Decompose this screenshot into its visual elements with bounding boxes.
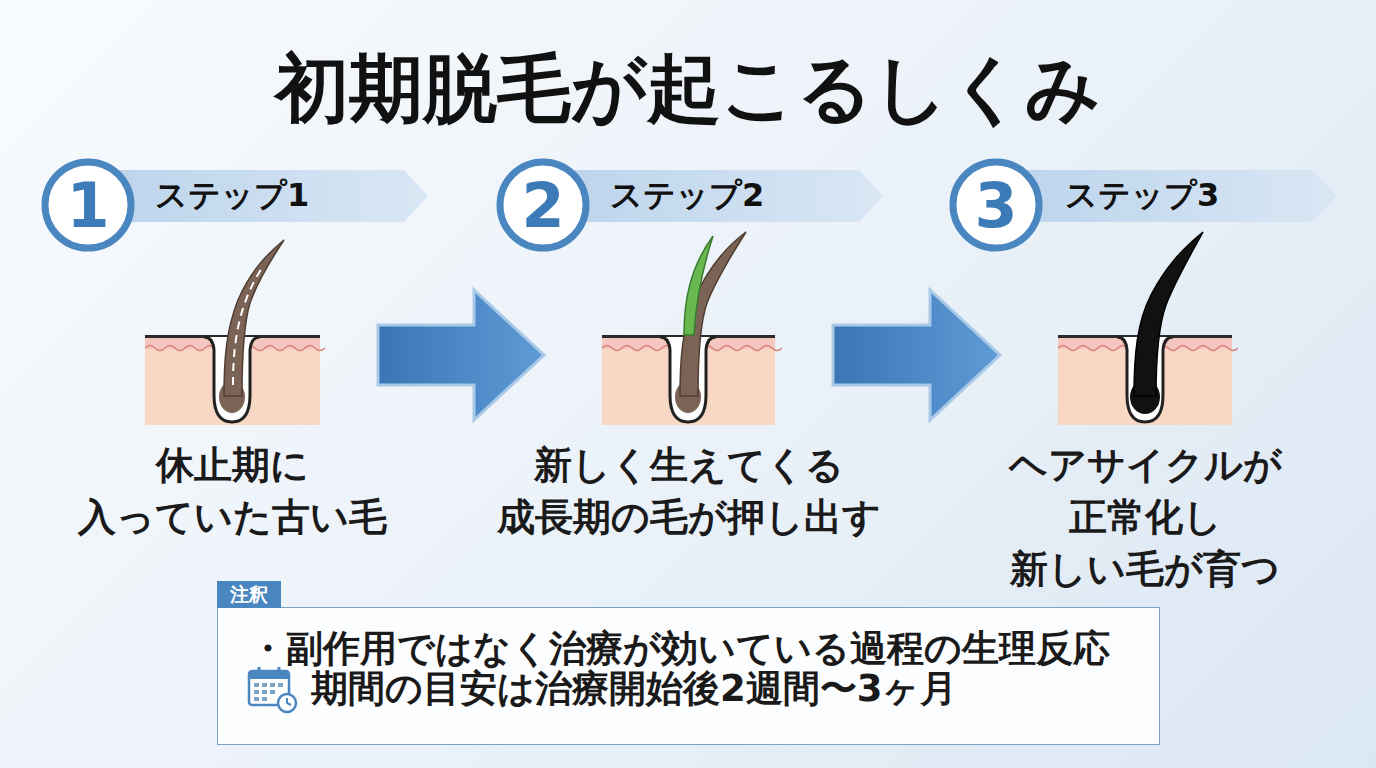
step-number: 3 xyxy=(948,157,1044,253)
hair-step3 xyxy=(1117,232,1203,422)
note-node: 注釈・副作用ではなく治療が効いている過程の生理反応期間の目安は治療開始後2週間〜… xyxy=(217,607,1160,745)
skin-node: ヘアサイクルが 正常化し 新しい毛が育つ xyxy=(1058,335,1232,425)
skin-surface xyxy=(602,335,775,338)
band-shape xyxy=(105,170,428,222)
skin-block xyxy=(602,335,775,425)
step-caption: 新しく生えてくる 成長期の毛が押し出す xyxy=(479,439,899,543)
skin-surface xyxy=(145,335,320,338)
skin-node: 新しく生えてくる 成長期の毛が押し出す xyxy=(602,335,775,425)
note-text: ・副作用ではなく治療が効いている過程の生理反応 xyxy=(249,627,1110,671)
diagram-title: 初期脱毛が起こるしくみ xyxy=(0,40,1376,136)
skin-block xyxy=(145,335,320,425)
step-label: ステップ1 xyxy=(155,170,309,222)
band-node: ステップ2 xyxy=(560,170,883,222)
band-shape xyxy=(560,170,883,222)
note-text: 期間の目安は治療開始後2週間〜3ヶ月 xyxy=(311,667,958,711)
step-number: 2 xyxy=(495,157,591,253)
skin-node: 休止期に 入っていた古い毛 xyxy=(145,335,320,425)
band-node: ステップ1 xyxy=(105,170,428,222)
circle-node: 3 xyxy=(948,157,1044,253)
skin-surface xyxy=(1058,335,1232,338)
step-caption: ヘアサイクルが 正常化し 新しい毛が育つ xyxy=(995,439,1295,595)
skin-block xyxy=(1058,335,1232,425)
circle-node: 1 xyxy=(40,157,136,253)
skin-lower xyxy=(602,335,775,425)
step-caption: 休止期に 入っていた古い毛 xyxy=(63,439,403,543)
band-node: ステップ3 xyxy=(1015,170,1337,222)
band-shape xyxy=(1015,170,1337,222)
block-arrow xyxy=(833,290,1000,420)
step-number: 1 xyxy=(40,157,136,253)
skin-lower xyxy=(145,335,320,425)
skin-lower xyxy=(1058,335,1232,425)
circle-node: 2 xyxy=(495,157,591,253)
hair-step1 xyxy=(204,240,284,422)
hair-step2 xyxy=(660,232,746,422)
step-label: ステップ3 xyxy=(1065,170,1219,222)
skin-wave xyxy=(602,346,782,351)
skin-wave xyxy=(145,346,325,351)
step-label: ステップ2 xyxy=(610,170,764,222)
calendar-icon xyxy=(249,667,296,712)
skin-wave xyxy=(1058,346,1238,351)
skin-upper xyxy=(602,335,775,349)
block-arrow xyxy=(378,290,544,420)
note-heading: 注釈 xyxy=(217,581,281,608)
